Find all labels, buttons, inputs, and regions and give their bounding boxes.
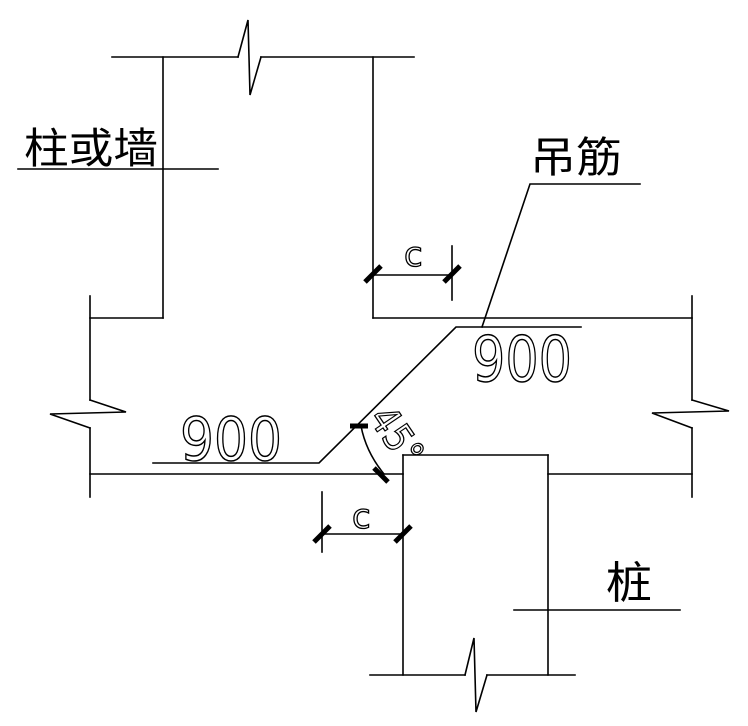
cover-bottom-label: c <box>352 497 371 537</box>
angle-label: 45° <box>360 398 433 475</box>
lower-length-dimension: 900 <box>180 405 282 475</box>
column-or-wall-label: 柱或墙 <box>24 124 158 173</box>
pile-outline <box>369 454 576 713</box>
column-outline <box>111 19 415 319</box>
upper-length-dimension: 900 <box>472 323 572 396</box>
pile-label: 桩 <box>606 558 652 609</box>
hanger-bar-label: 吊筋 <box>530 133 622 182</box>
angle-arc <box>350 423 390 484</box>
cover-dimension-bottom <box>312 491 413 553</box>
cover-dimension-top <box>363 245 462 301</box>
cover-top-label: c <box>404 235 423 275</box>
hanger-leader-line <box>480 183 641 329</box>
beam-outline <box>49 295 730 498</box>
hanger-bar <box>152 326 582 464</box>
